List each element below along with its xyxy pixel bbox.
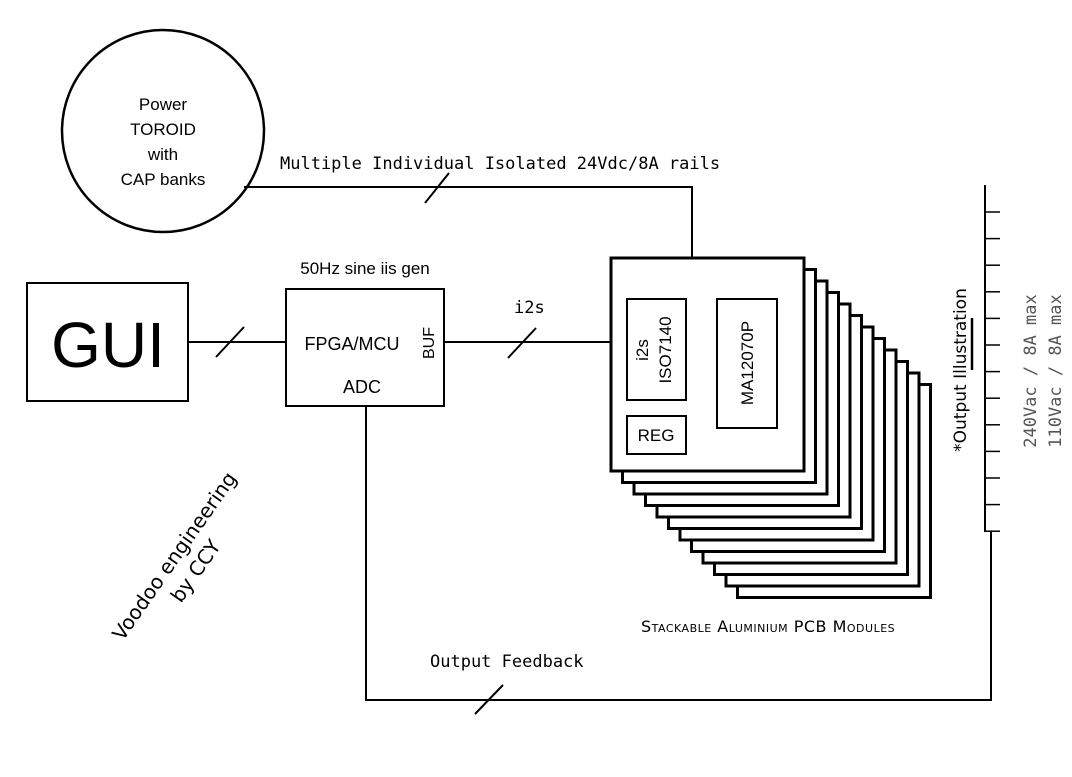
feedback-wire: [365, 406, 992, 701]
amplifier-label: MA12070P: [738, 321, 757, 405]
signature-line-1: Voodoo engineering: [107, 467, 241, 644]
toroid-label-line-3: with: [147, 145, 178, 164]
fpga-box: [285, 288, 445, 407]
signature: Voodoo engineering by CCY: [107, 467, 241, 644]
output-illustration: *Output Illustration 240Vac / 8A max 110…: [951, 185, 1066, 532]
gui-block: GUI: [26, 282, 189, 402]
feedback-label: Output Feedback: [430, 652, 584, 672]
toroid-label-line-2: TOROID: [130, 120, 196, 139]
stack-label: Stackable Aluminium PCB Modules: [641, 617, 895, 636]
isolator-label-line-1: i2s: [633, 339, 652, 361]
rating-110-label: 110Vac / 8A max: [1046, 294, 1066, 448]
i2s-bus-slash: [507, 327, 537, 359]
gui-box: [26, 282, 189, 402]
regulator-label: REG: [638, 426, 675, 445]
front-module: i2s ISO7140 MA12070P REG: [609, 256, 806, 473]
power-rails-label: Multiple Individual Isolated 24Vdc/8A ra…: [280, 154, 720, 174]
output-illustration-label: *Output Illustration: [951, 288, 971, 452]
output-terminal-ticks: [985, 211, 1000, 532]
rating-240-label: 240Vac / 8A max: [1021, 294, 1041, 448]
isolator-label-line-2: ISO7140: [656, 316, 675, 383]
adc-label: ADC: [343, 377, 381, 397]
power-toroid: Power TOROID with CAP banks: [60, 28, 266, 234]
feedback-bus-slash: [474, 684, 504, 715]
i2s-label: i2s: [514, 298, 545, 318]
amplifier-chip: [716, 298, 778, 429]
buf-label: BUF: [421, 327, 438, 359]
toroid-circle: [60, 28, 266, 234]
regulator-chip: [626, 415, 687, 455]
gui-fpga-bus: [188, 326, 286, 358]
fpga-block: 50Hz sine iis gen FPGA/MCU ADC BUF: [285, 259, 445, 407]
i2s-bus: i2s: [444, 298, 611, 359]
power-rails-bus-slash: [424, 172, 450, 204]
toroid-label-line-4: CAP banks: [121, 170, 206, 189]
gui-label: GUI: [51, 309, 165, 381]
toroid-label-line-1: Power: [139, 95, 188, 114]
output-feedback-loop: Output Feedback: [365, 406, 992, 715]
gui-fpga-bus-slash: [215, 326, 245, 358]
fpga-block-title: 50Hz sine iis gen: [300, 259, 429, 278]
isolator-chip: [626, 298, 687, 401]
power-rails-bus: Multiple Individual Isolated 24Vdc/8A ra…: [244, 154, 720, 258]
fpga-label: FPGA/MCU: [304, 334, 399, 354]
power-rails-wire: [244, 186, 693, 258]
